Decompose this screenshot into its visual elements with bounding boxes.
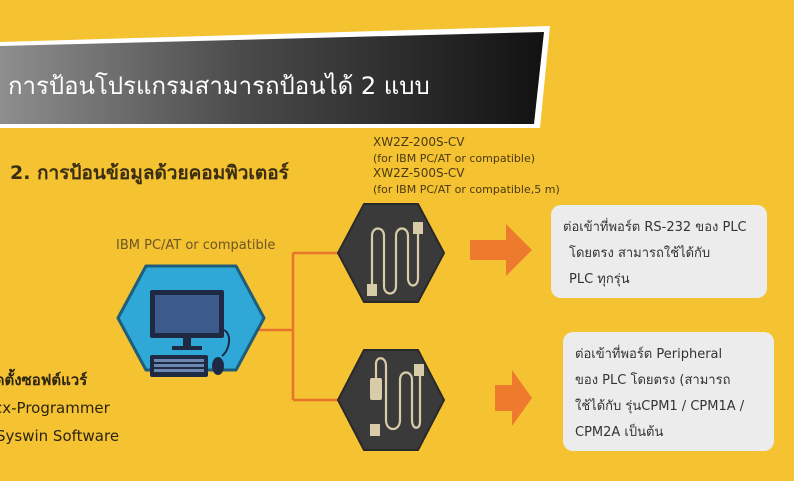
box-line: ต่อเข้าที่พอร์ต RS-232 ของ PLC [563,220,747,235]
keyboard-icon [150,355,208,377]
right-arrow-icon [470,224,532,276]
software-heading: ติดตั้งซอฟต์แวร์ [0,371,88,389]
title-banner [0,26,550,128]
cable-compat-label: (for IBM PC/AT or compatible) [373,151,536,165]
peripheral-cable-icon [374,357,422,431]
box-line: CPM2A เป็นต้น [575,425,664,440]
peripheral-cable-hexagon [337,349,445,451]
connector-lines [258,251,340,402]
box-line: ต่อเข้าที่พอร์ต Peripheral [575,347,723,362]
computer-hexagon [116,264,266,377]
cable-model-label: XW2Z-500S-CV [373,166,465,180]
box-line: ของ PLC โดยตรง (สามารถ [575,373,731,388]
mouse-icon [212,329,230,375]
box-line: โดยตรง สามารถใช้ได้กับ [569,246,711,261]
software-list: ติดตั้งซอฟต์แวร์ cx-Programmer Syswin So… [0,366,119,450]
cable-compat-label: (for IBM PC/AT or compatible,5 m) [373,182,560,196]
cable-labels: XW2Z-200S-CV (for IBM PC/AT or compatibl… [373,135,560,197]
cable-model-label: XW2Z-200S-CV [373,135,465,149]
pc-label: IBM PC/AT or compatible [116,238,276,253]
rs232-cable-hexagon [337,203,445,303]
peripheral-description-box: ต่อเข้าที่พอร์ต Peripheral ของ PLC โดยตร… [563,332,774,451]
box-line: ใช้ได้กับ รุ่นCPM1 / CPM1A / [575,399,745,414]
rs232-description-box: ต่อเข้าที่พอร์ต RS-232 ของ PLC โดยตรง สา… [551,205,767,298]
software-item: Syswin Software [0,427,120,445]
right-arrow-icon [495,370,532,426]
computer-monitor-icon [150,290,224,350]
rs232-cable-icon [370,227,420,295]
box-line: PLC ทุกรุ่น [569,272,630,287]
page-title: การป้อนโปรแกรมสามารถป้อนได้ 2 แบบ [8,72,430,100]
software-item: cx-Programmer [0,399,110,417]
section-heading: 2. การป้อนข้อมูลด้วยคอมพิวเตอร์ [10,162,289,184]
